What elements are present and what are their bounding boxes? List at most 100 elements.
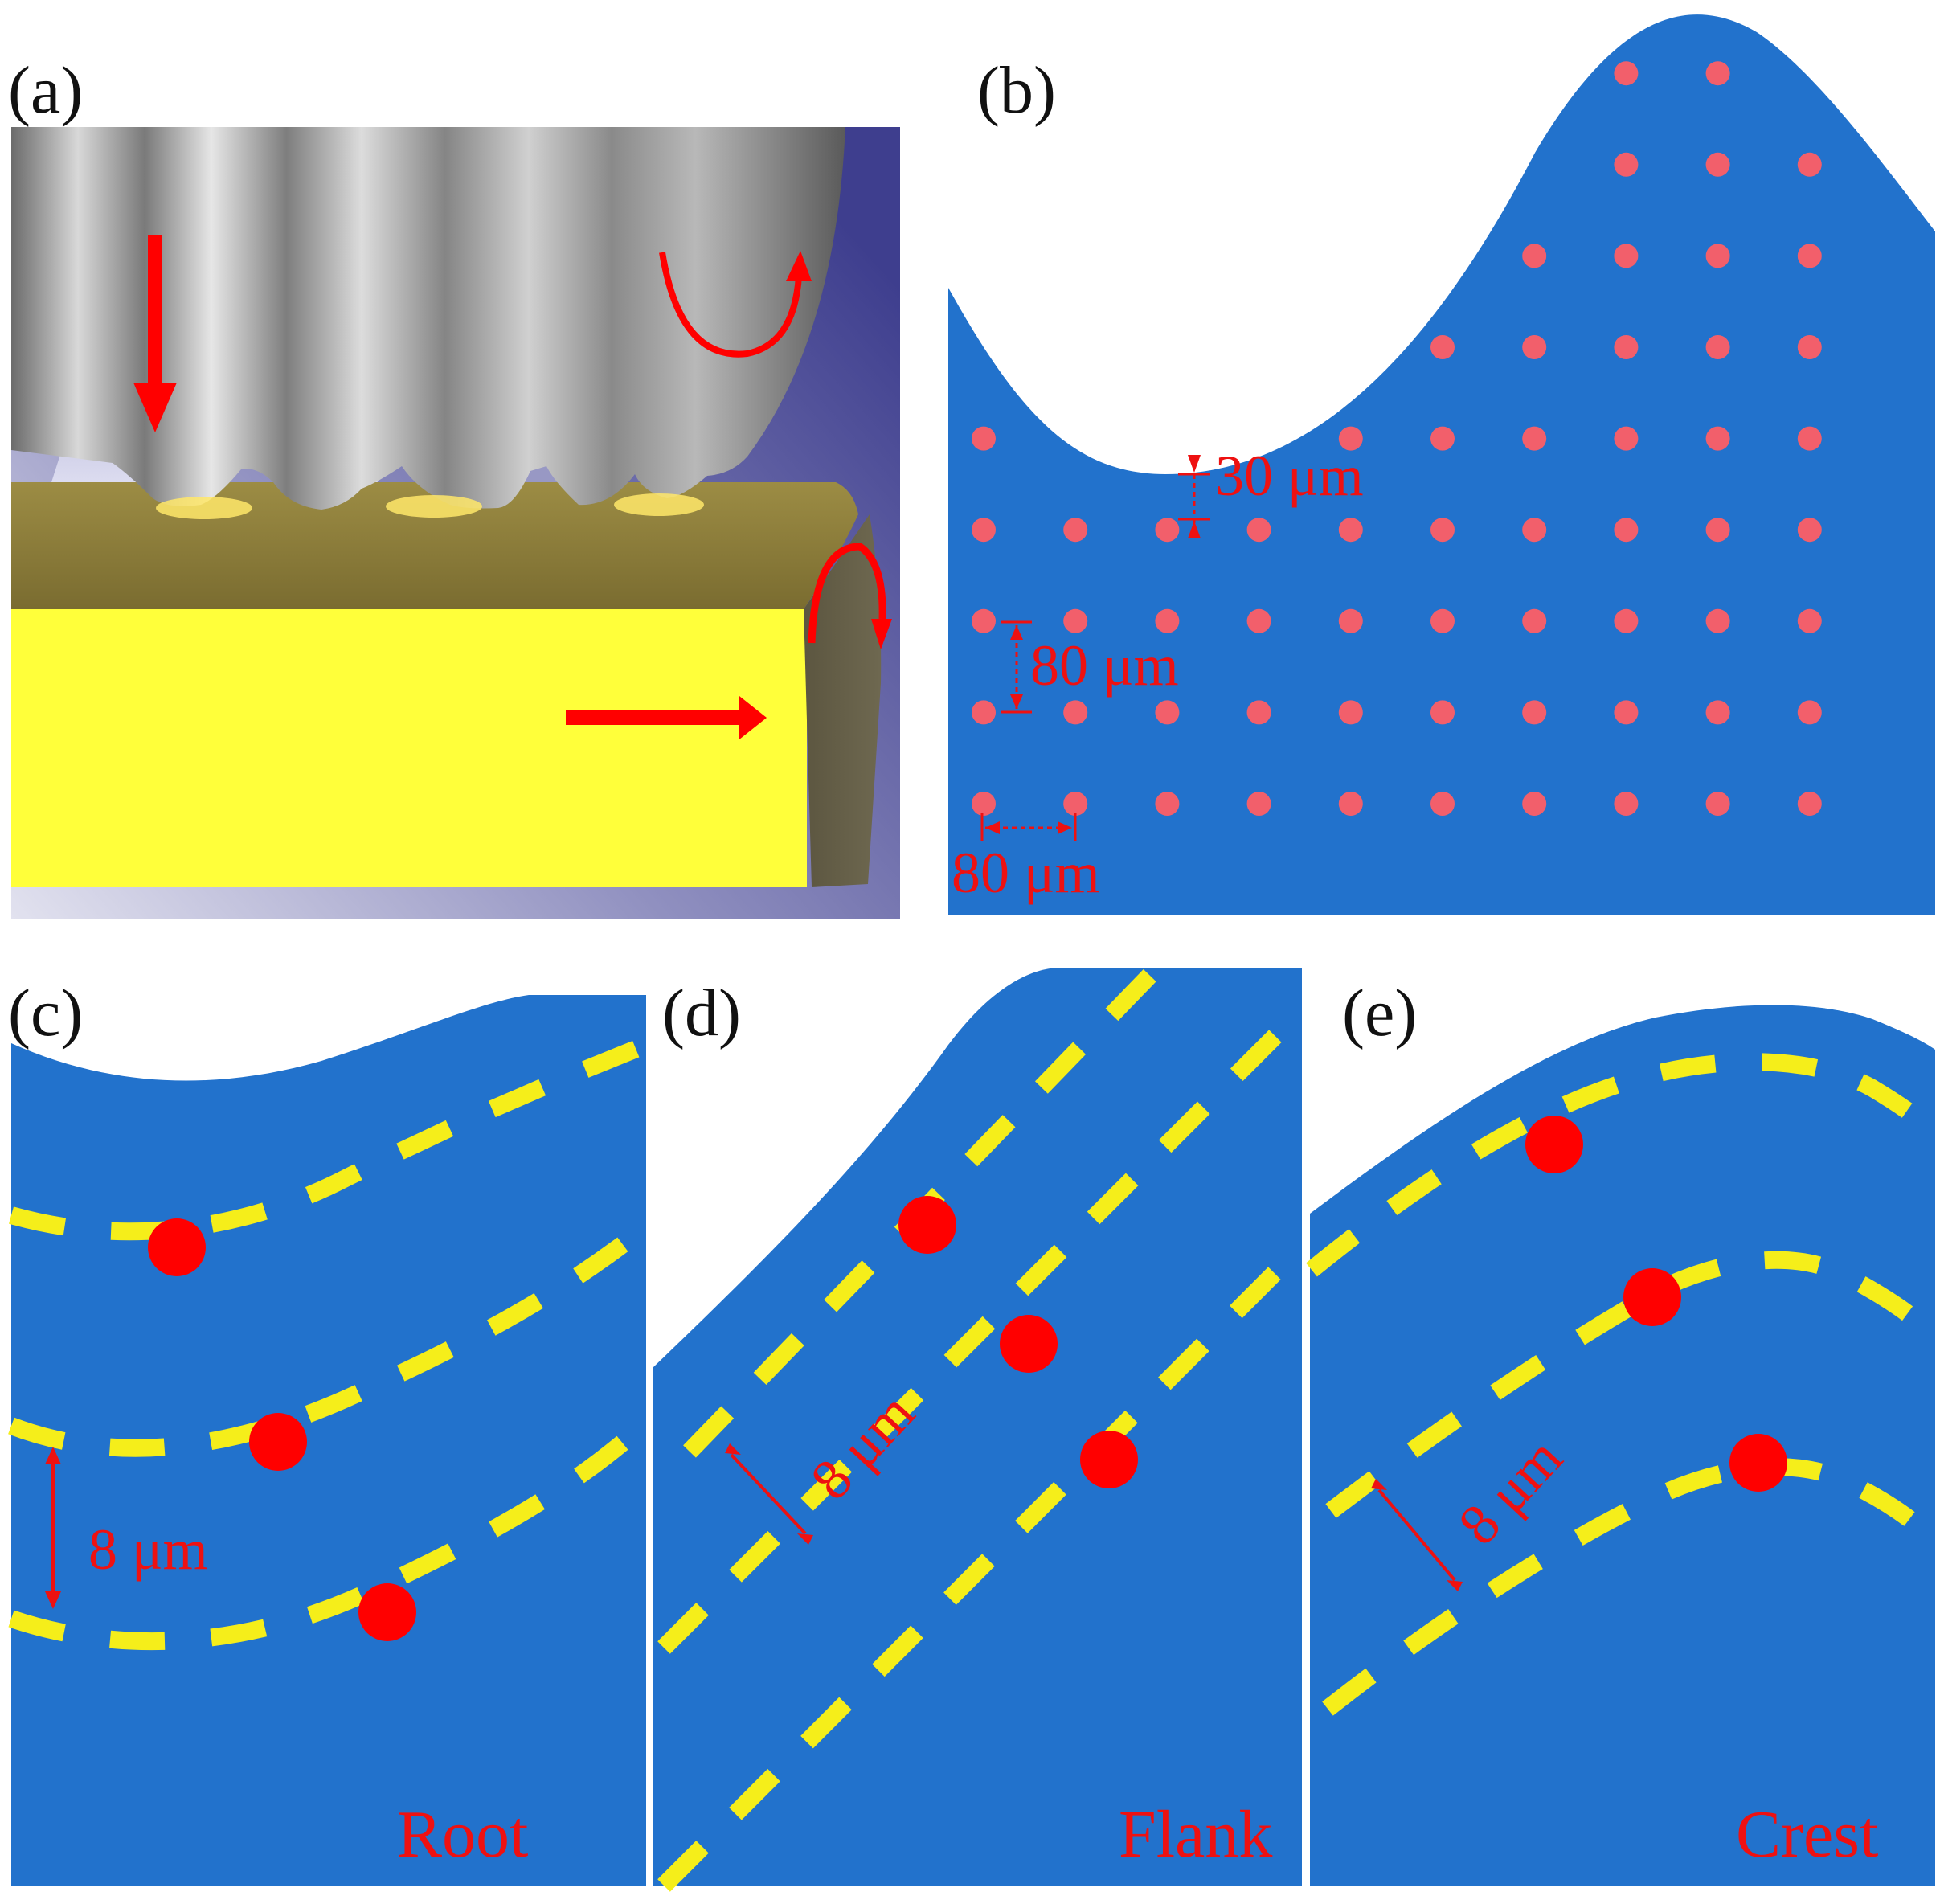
sampling-dot (972, 608, 996, 633)
dimension-col-spacing (980, 813, 1077, 841)
sampling-dot (1338, 792, 1363, 816)
sample-point (1000, 1315, 1058, 1373)
sample-point (1729, 1434, 1787, 1492)
sample-point (358, 1583, 416, 1641)
right-arrow-icon (566, 696, 767, 739)
sampling-dot (1246, 518, 1271, 543)
spacing-arrow (725, 1443, 813, 1545)
grinding-trace (8, 1219, 652, 1457)
down-arrow-icon (133, 235, 177, 432)
sampling-dot (1430, 608, 1455, 633)
spacing-arrow (1371, 1479, 1463, 1591)
panel-e-label: (e) (1342, 976, 1417, 1050)
sampling-dot (1155, 792, 1180, 816)
panel-b: 30 μm 80 μm 80 μm (b) (948, 14, 1935, 915)
panel-a-label: (a) (8, 53, 83, 128)
sampling-dot (1430, 792, 1455, 816)
sampling-dot (1522, 518, 1547, 543)
sampling-dot (1797, 608, 1822, 633)
sampling-dot (1614, 518, 1639, 543)
sampling-dot (1522, 608, 1547, 633)
sampling-dot (1797, 244, 1822, 268)
sampling-dot (1705, 335, 1730, 359)
sampling-dot (1246, 700, 1271, 725)
sampling-dot (1797, 335, 1822, 359)
sampling-dot (1338, 608, 1363, 633)
sampling-dot (1614, 61, 1639, 86)
dim-depth-label: 30 μm (1215, 444, 1364, 508)
sampling-dot (972, 700, 996, 725)
sample-point (148, 1218, 206, 1276)
sampling-dot (1705, 700, 1730, 725)
flank-profile (653, 968, 1302, 1886)
sampling-dot (1155, 608, 1180, 633)
workpiece-end-face (804, 514, 882, 887)
sampling-dot (1705, 426, 1730, 451)
sampling-dot (1614, 608, 1639, 633)
sampling-dot (1614, 792, 1639, 816)
sampling-dot (972, 518, 996, 543)
panel-a: (a) (8, 53, 900, 919)
sample-point (1623, 1268, 1681, 1326)
sampling-dot-grid (972, 61, 1822, 816)
sampling-dot (1705, 244, 1730, 268)
sampling-dot (1430, 426, 1455, 451)
sample-point (898, 1196, 956, 1254)
sampling-dot (1430, 335, 1455, 359)
sample-point (249, 1413, 307, 1471)
sampling-dot (1522, 792, 1547, 816)
region-label: Root (397, 1797, 528, 1872)
panel-a-illustration (11, 127, 900, 919)
sampling-dot (1614, 152, 1639, 177)
sample-point (1525, 1116, 1583, 1173)
sampling-dot (1614, 700, 1639, 725)
panel-e: 8 μm Crest (e) (1306, 976, 1940, 1886)
grinding-trace (657, 1247, 1300, 1892)
region-label: Crest (1736, 1797, 1878, 1872)
sampling-dot (1522, 700, 1547, 725)
rotation-arrow-icon (659, 251, 812, 358)
sampling-dot (1338, 426, 1363, 451)
panel-b-label: (b) (977, 53, 1056, 128)
region-label: Flank (1119, 1797, 1272, 1872)
sampling-dot (1338, 700, 1363, 725)
sampling-dot (1063, 608, 1088, 633)
sampling-dot (1614, 335, 1639, 359)
sampling-dot (1430, 700, 1455, 725)
sampling-dot (972, 426, 996, 451)
tooth-profile (948, 14, 1935, 915)
sampling-dot (1614, 426, 1639, 451)
root-profile (11, 995, 646, 1886)
dim-col-spacing-label: 80 μm (952, 841, 1100, 905)
sampling-dot (1063, 792, 1088, 816)
sampling-dot (1705, 518, 1730, 543)
sampling-dot (1338, 518, 1363, 543)
sampling-dot (1797, 426, 1822, 451)
sampling-dot (1155, 700, 1180, 725)
sampling-dot (1430, 518, 1455, 543)
sampling-dot (1063, 700, 1088, 725)
sampling-dot (1705, 152, 1730, 177)
sampling-dot (972, 792, 996, 816)
grinding-trace (1325, 1251, 1915, 1518)
sampling-dot (1705, 608, 1730, 633)
grinding-trace (1322, 1458, 1915, 1716)
grinding-trace (8, 1415, 653, 1651)
workpiece-body (11, 609, 807, 887)
panel-c-label: (c) (8, 976, 83, 1050)
sampling-dot (1522, 426, 1547, 451)
sampling-dot (1797, 700, 1822, 725)
spacing-arrow (45, 1447, 61, 1609)
sampling-dot (1246, 792, 1271, 816)
grinding-trace (8, 1036, 650, 1241)
crest-profile (1310, 1005, 1935, 1886)
grinding-trace (657, 1011, 1300, 1654)
rotation-arrow-icon (808, 543, 892, 649)
spacing-label: 8 μm (88, 1517, 208, 1582)
grinding-trace (1306, 1053, 1940, 1277)
sampling-dot (1155, 518, 1180, 543)
sampling-dot (1614, 244, 1639, 268)
sampling-dot (1705, 792, 1730, 816)
sampling-dot (1797, 792, 1822, 816)
